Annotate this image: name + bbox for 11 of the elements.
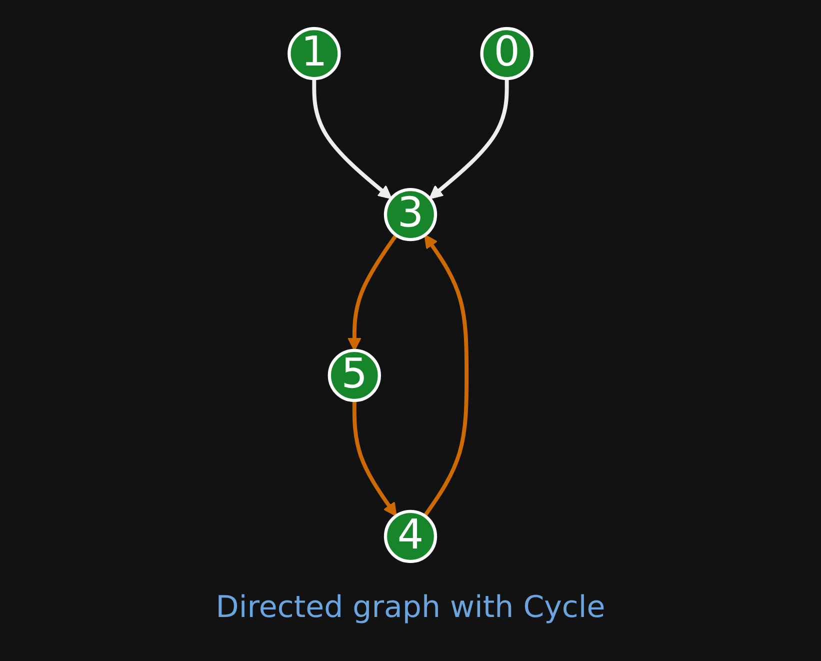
caption: Directed graph with Cycle bbox=[216, 590, 606, 625]
arrow bbox=[347, 234, 398, 352]
node-circle: 5 bbox=[328, 348, 381, 402]
node-circle: 4 bbox=[384, 510, 438, 563]
arrow bbox=[312, 78, 392, 200]
node-circle: 1 bbox=[288, 27, 341, 80]
arrow bbox=[423, 234, 469, 518]
node-circle: 3 bbox=[384, 188, 438, 242]
arrow bbox=[429, 78, 509, 200]
node-circle: 0 bbox=[480, 27, 534, 80]
arrow bbox=[352, 400, 397, 517]
